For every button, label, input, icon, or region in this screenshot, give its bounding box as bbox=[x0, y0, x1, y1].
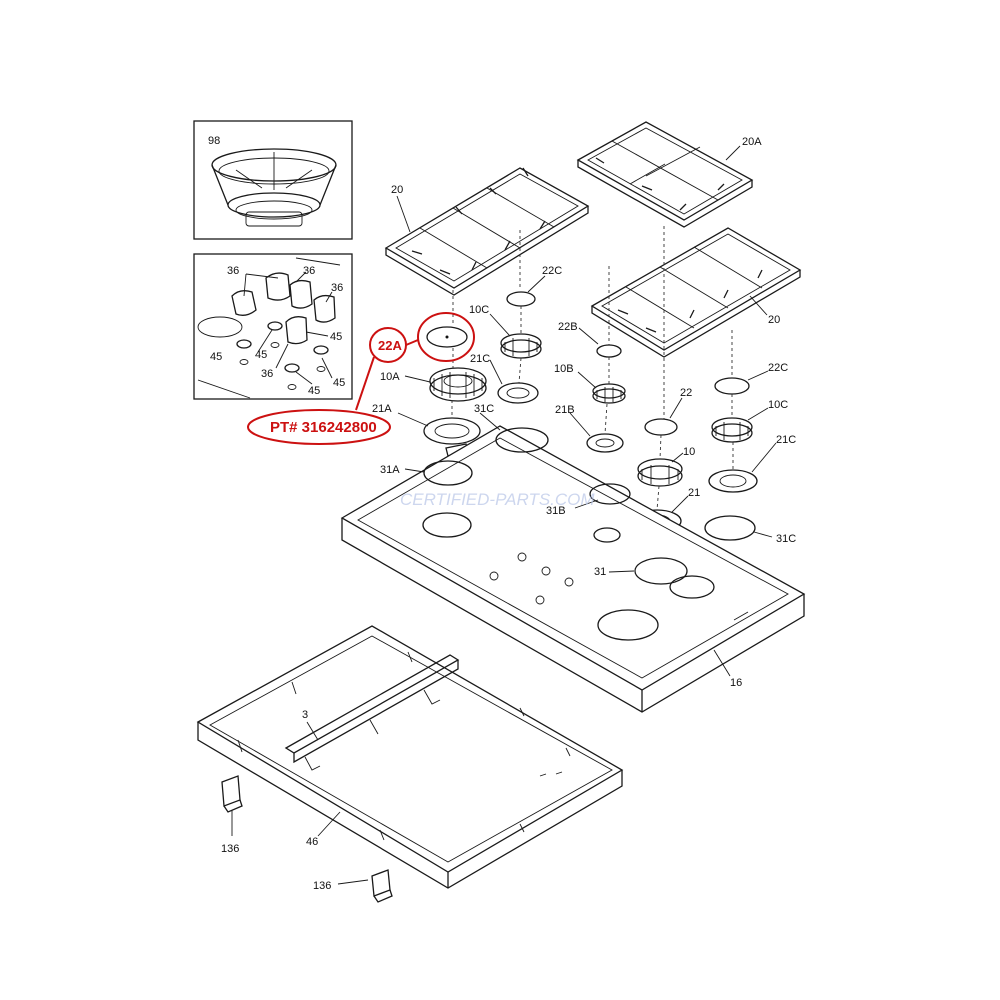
label-ring-31C-left: 31C bbox=[474, 403, 494, 415]
label-base-21A: 21A bbox=[372, 403, 392, 415]
knob-3 bbox=[289, 279, 313, 309]
knob-label-36c: 36 bbox=[331, 282, 343, 294]
label-bracket-3: 3 bbox=[302, 709, 308, 721]
burner-base-21A bbox=[423, 417, 481, 457]
ring-31B bbox=[589, 483, 631, 505]
burner-head-10B bbox=[592, 383, 626, 404]
cap-22 bbox=[644, 418, 678, 436]
label-cap-22B: 22B bbox=[558, 321, 578, 333]
grate-left bbox=[384, 167, 590, 296]
knob-label-36b: 36 bbox=[303, 265, 315, 277]
label-grate-top-right: 20A bbox=[742, 136, 762, 148]
ring-31C-right bbox=[704, 515, 756, 541]
label-ring-31B: 31B bbox=[546, 505, 566, 517]
label-cooktop-16: 16 bbox=[730, 677, 742, 689]
knob-label-36a: 36 bbox=[227, 265, 239, 277]
burner-head-10 bbox=[637, 458, 683, 487]
knob-label-45b: 45 bbox=[210, 351, 222, 363]
wok-ring-part bbox=[211, 148, 337, 227]
cooktop-16 bbox=[340, 425, 806, 713]
label-grate-right: 20 bbox=[768, 314, 780, 326]
label-cap-22C-left: 22C bbox=[542, 265, 562, 277]
callout-22A: 22A PT# 316242800 bbox=[247, 312, 475, 445]
cap-22C-right bbox=[714, 377, 750, 395]
knob-label-36d: 36 bbox=[261, 368, 273, 380]
cooktop-openings bbox=[422, 512, 715, 641]
knob-label-45a: 45 bbox=[330, 331, 342, 343]
label-ring-31A: 31A bbox=[380, 464, 400, 476]
frame-46 bbox=[196, 625, 624, 889]
label-head-10: 10 bbox=[683, 446, 695, 458]
burner-base-21C-right bbox=[708, 469, 758, 493]
part-labels: 20 20A 20 22C 10C 21C 10A 21A 31C 31A 22… bbox=[221, 136, 796, 892]
cap-22B bbox=[596, 344, 622, 358]
inset-knobs: 36 36 36 45 45 45 36 45 45 bbox=[193, 253, 353, 400]
ring-31A bbox=[423, 460, 473, 486]
knob-1 bbox=[231, 290, 257, 316]
label-clip-136-bottom: 136 bbox=[313, 880, 331, 892]
label-98: 98 bbox=[208, 135, 220, 147]
burner-base-21B bbox=[586, 433, 624, 453]
label-base-21C-left: 21C bbox=[470, 353, 490, 365]
knob-4 bbox=[313, 294, 336, 323]
burner-head-10C-left bbox=[500, 333, 542, 359]
label-base-21C-right: 21C bbox=[776, 434, 796, 446]
label-ring-31: 31 bbox=[594, 566, 606, 578]
label-head-10A: 10A bbox=[380, 371, 400, 383]
label-head-10C-left: 10C bbox=[469, 304, 489, 316]
label-frame-46: 46 bbox=[306, 836, 318, 848]
callout-part-number: PT# 316242800 bbox=[270, 419, 377, 436]
label-base-21B: 21B bbox=[555, 404, 575, 416]
label-clip-136-left: 136 bbox=[221, 843, 239, 855]
label-ring-31C-right: 31C bbox=[776, 533, 796, 545]
label-base-21: 21 bbox=[688, 487, 700, 499]
cap-22A bbox=[426, 326, 468, 348]
cap-22C-left bbox=[506, 291, 536, 307]
grate-right bbox=[590, 227, 802, 358]
inset-wok-ring: 98 bbox=[193, 120, 353, 240]
ring-31C-left bbox=[495, 427, 549, 453]
label-cap-22C-right: 22C bbox=[768, 362, 788, 374]
callout-label-22A: 22A bbox=[378, 338, 402, 353]
knob-label-45c: 45 bbox=[255, 349, 267, 361]
knob-2 bbox=[265, 272, 291, 301]
ring-31 bbox=[634, 557, 688, 585]
label-grate-left: 20 bbox=[391, 184, 403, 196]
burner-base-21C-left bbox=[497, 382, 539, 404]
clip-136-left bbox=[221, 775, 243, 813]
grate-top-right bbox=[576, 121, 754, 228]
leader-lines bbox=[231, 145, 777, 885]
knob-seats bbox=[236, 321, 329, 390]
label-head-10C-right: 10C bbox=[768, 399, 788, 411]
bracket-3 bbox=[284, 654, 460, 771]
label-cap-22: 22 bbox=[680, 387, 692, 399]
burner-head-10C-right bbox=[711, 417, 753, 443]
knob-label-45e: 45 bbox=[333, 377, 345, 389]
knob-5 bbox=[285, 316, 308, 345]
knob-label-45d: 45 bbox=[308, 385, 320, 397]
label-head-10B: 10B bbox=[554, 363, 574, 375]
burner-head-10A bbox=[429, 367, 487, 402]
knob-leaders bbox=[243, 271, 333, 385]
watermark: CERTIFIED-PARTS.COM bbox=[400, 490, 595, 509]
clip-136-bottom bbox=[371, 869, 393, 903]
